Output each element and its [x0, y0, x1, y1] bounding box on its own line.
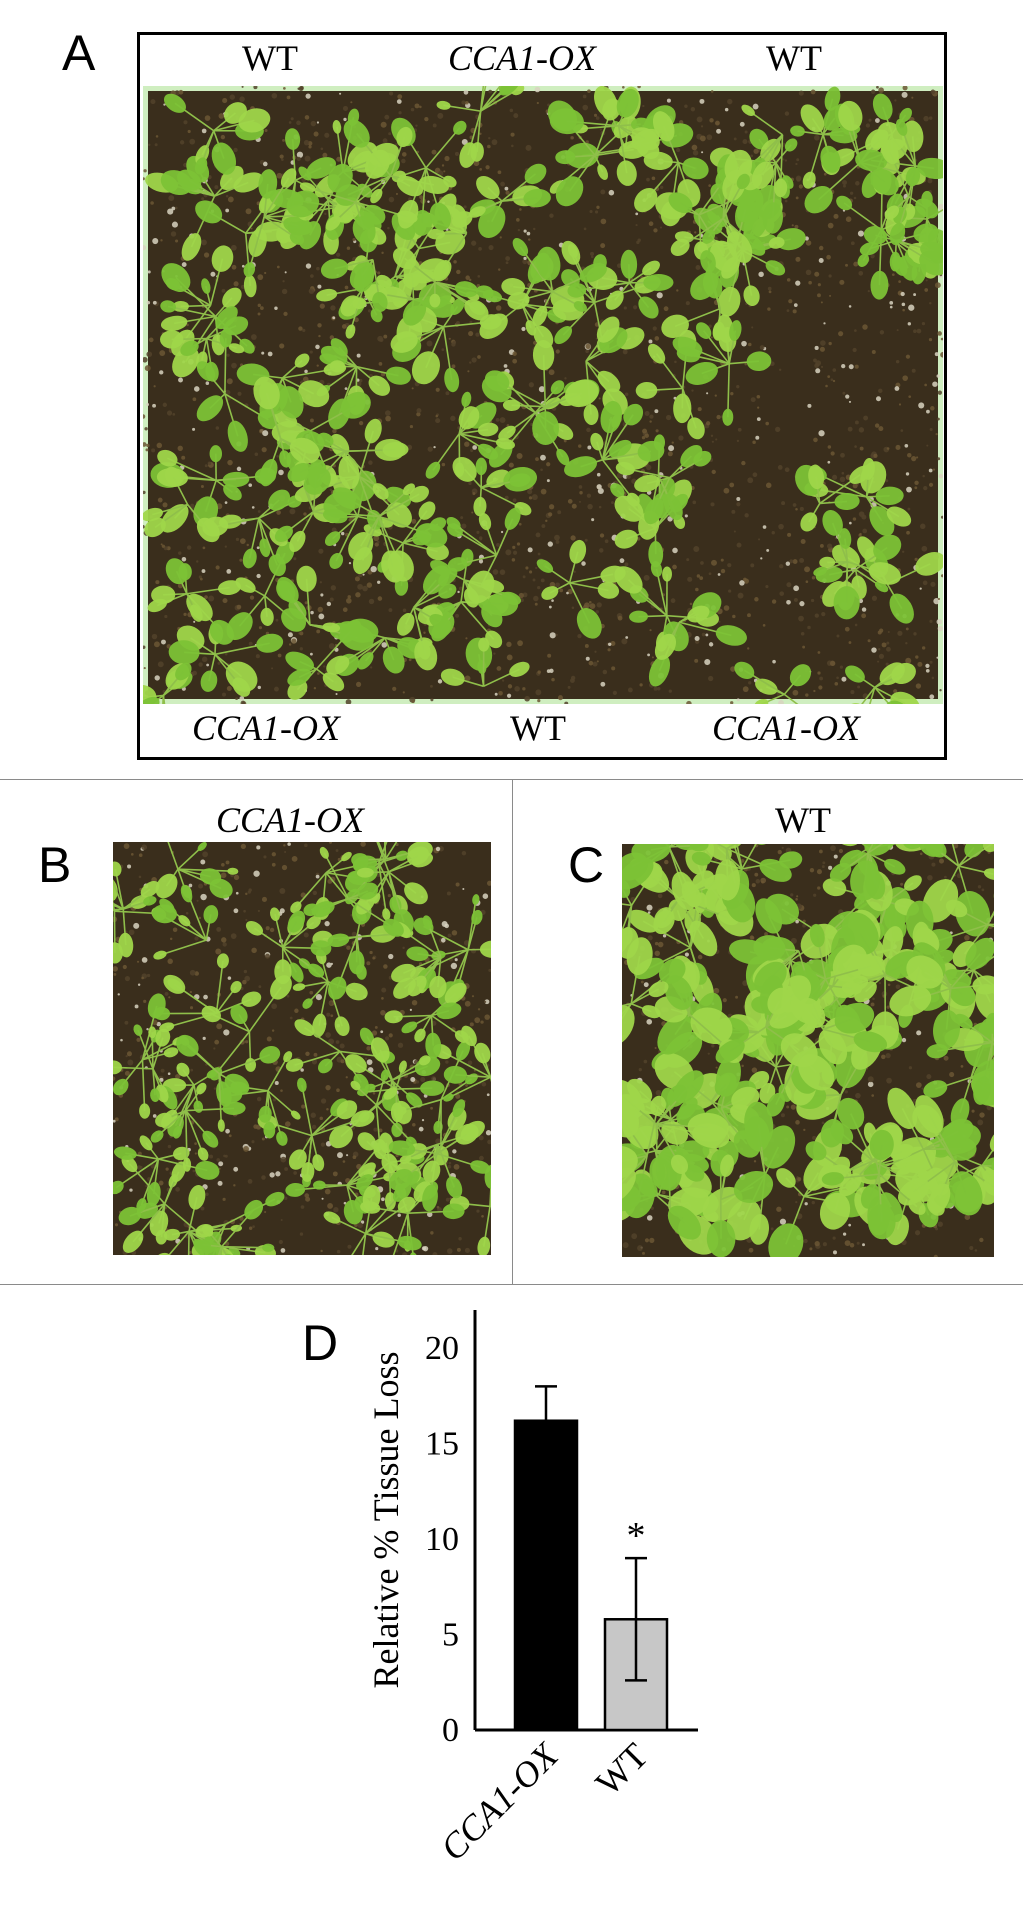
panel-a-top-label-1: WT — [242, 38, 298, 78]
significance-asterisk: * — [627, 1515, 646, 1557]
plant-image-c — [622, 844, 994, 1257]
panel-letter-a: A — [62, 25, 96, 81]
plant-photo-b — [113, 842, 491, 1255]
panel-c-label: WT — [775, 800, 831, 840]
plant-rosettes — [143, 86, 943, 704]
x-tick-label-1: WT — [588, 1735, 656, 1803]
panel-letter-d: D — [302, 1315, 339, 1371]
bar-0 — [513, 1419, 579, 1732]
panel-a-bottom-label-2: WT — [510, 708, 566, 748]
panel-a-top-label-3: WT — [766, 38, 822, 78]
separator-top — [0, 779, 1023, 780]
plant-rosettes — [113, 842, 491, 1255]
panel-letter-c: C — [568, 837, 605, 893]
x-tick-label-0: CCA1-OX — [433, 1734, 567, 1868]
panel-a-bottom-label-1: CCA1-OX — [192, 708, 340, 748]
panel-a-top-label-2: CCA1-OX — [448, 38, 596, 78]
y-tick-label: 0 — [442, 1712, 459, 1749]
y-tick-label: 5 — [442, 1617, 459, 1654]
panel-letter-b: B — [38, 837, 72, 893]
separator-bottom — [0, 1284, 1023, 1285]
plant-image-b — [113, 842, 491, 1255]
panel-a-bottom-label-3: CCA1-OX — [712, 708, 860, 748]
panel-b-label: CCA1-OX — [216, 800, 364, 840]
plant-tray-image-a — [143, 86, 943, 704]
separator-middle — [512, 780, 513, 1284]
plant-rosettes — [622, 844, 994, 1257]
y-axis-label: Relative % Tissue Loss — [366, 1351, 406, 1688]
plant-tray-photo-a — [143, 86, 943, 704]
y-tick-label: 20 — [425, 1330, 459, 1367]
y-tick-label: 10 — [425, 1521, 459, 1558]
y-tick-label: 15 — [425, 1426, 459, 1463]
plant-photo-c — [622, 844, 994, 1257]
